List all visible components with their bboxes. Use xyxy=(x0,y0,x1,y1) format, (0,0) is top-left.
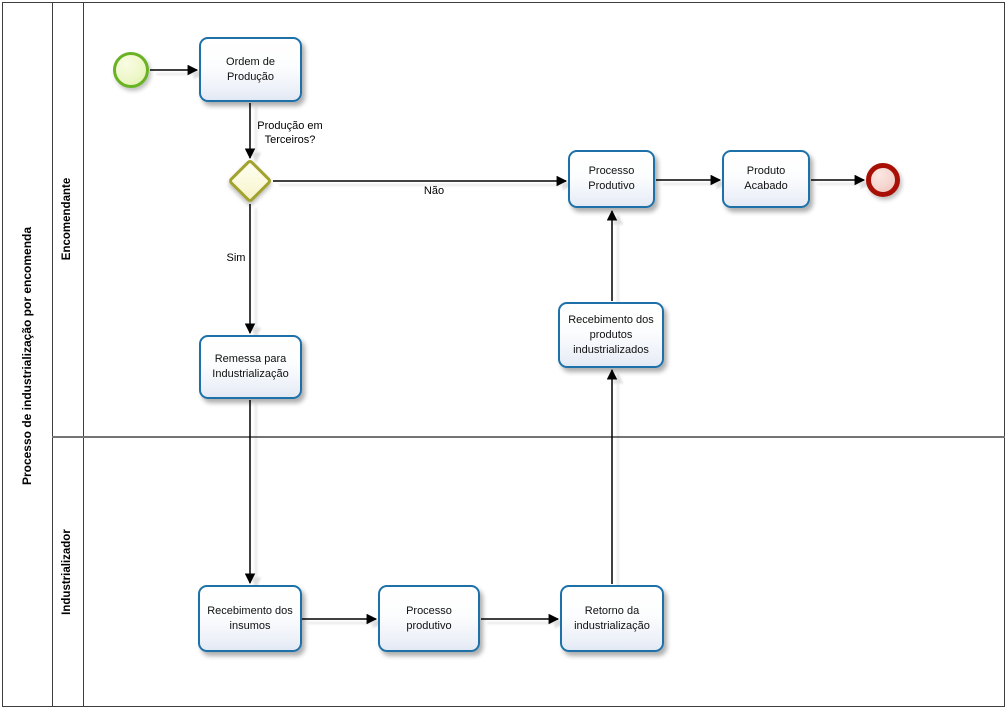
pool-title-divider xyxy=(52,2,53,707)
flow-label-nao: Não xyxy=(423,185,445,197)
gateway-question-label: Produção em Terceiros? xyxy=(257,120,323,146)
task-ordem-de-producao[interactable]: Ordem de Produção xyxy=(199,37,302,102)
task-label: Ordem de Produção xyxy=(226,55,275,83)
task-label: Recebimento dos produtos industrializado… xyxy=(568,313,654,356)
task-processo-produtivo-industrializador[interactable]: Processo produtivo xyxy=(378,585,480,652)
flow-label-sim: Sim xyxy=(226,252,246,264)
task-remessa-para-industrializacao[interactable]: Remessa para Industrialização xyxy=(199,335,302,399)
start-event[interactable] xyxy=(113,52,149,88)
task-produto-acabado[interactable]: Produto Acabado xyxy=(722,150,810,208)
lane-encomendante-label: Encomendante xyxy=(61,177,73,261)
task-recebimento-dos-produtos-industrializados[interactable]: Recebimento dos produtos industrializado… xyxy=(558,302,664,368)
task-label: Recebimento dos insumos xyxy=(207,604,293,632)
task-label: Produto Acabado xyxy=(744,165,788,192)
task-label: Remessa para Industrialização xyxy=(212,353,289,380)
lane-divider xyxy=(52,436,1005,438)
pool-title-label: Processo de industrialização por encomen… xyxy=(20,226,34,486)
end-event[interactable] xyxy=(866,163,900,197)
task-label: Processo Produtivo xyxy=(588,165,635,192)
task-processo-produtivo-encomendante[interactable]: Processo Produtivo xyxy=(568,150,655,208)
task-recebimento-dos-insumos[interactable]: Recebimento dos insumos xyxy=(198,585,302,652)
task-label: Processo produtivo xyxy=(406,604,452,632)
lane-industrializador-label: Industrializador xyxy=(61,529,73,615)
task-label: Retorno da industrialização xyxy=(574,604,650,632)
lane-label-divider xyxy=(83,2,84,707)
task-retorno-da-industrializacao[interactable]: Retorno da industrialização xyxy=(560,585,664,652)
